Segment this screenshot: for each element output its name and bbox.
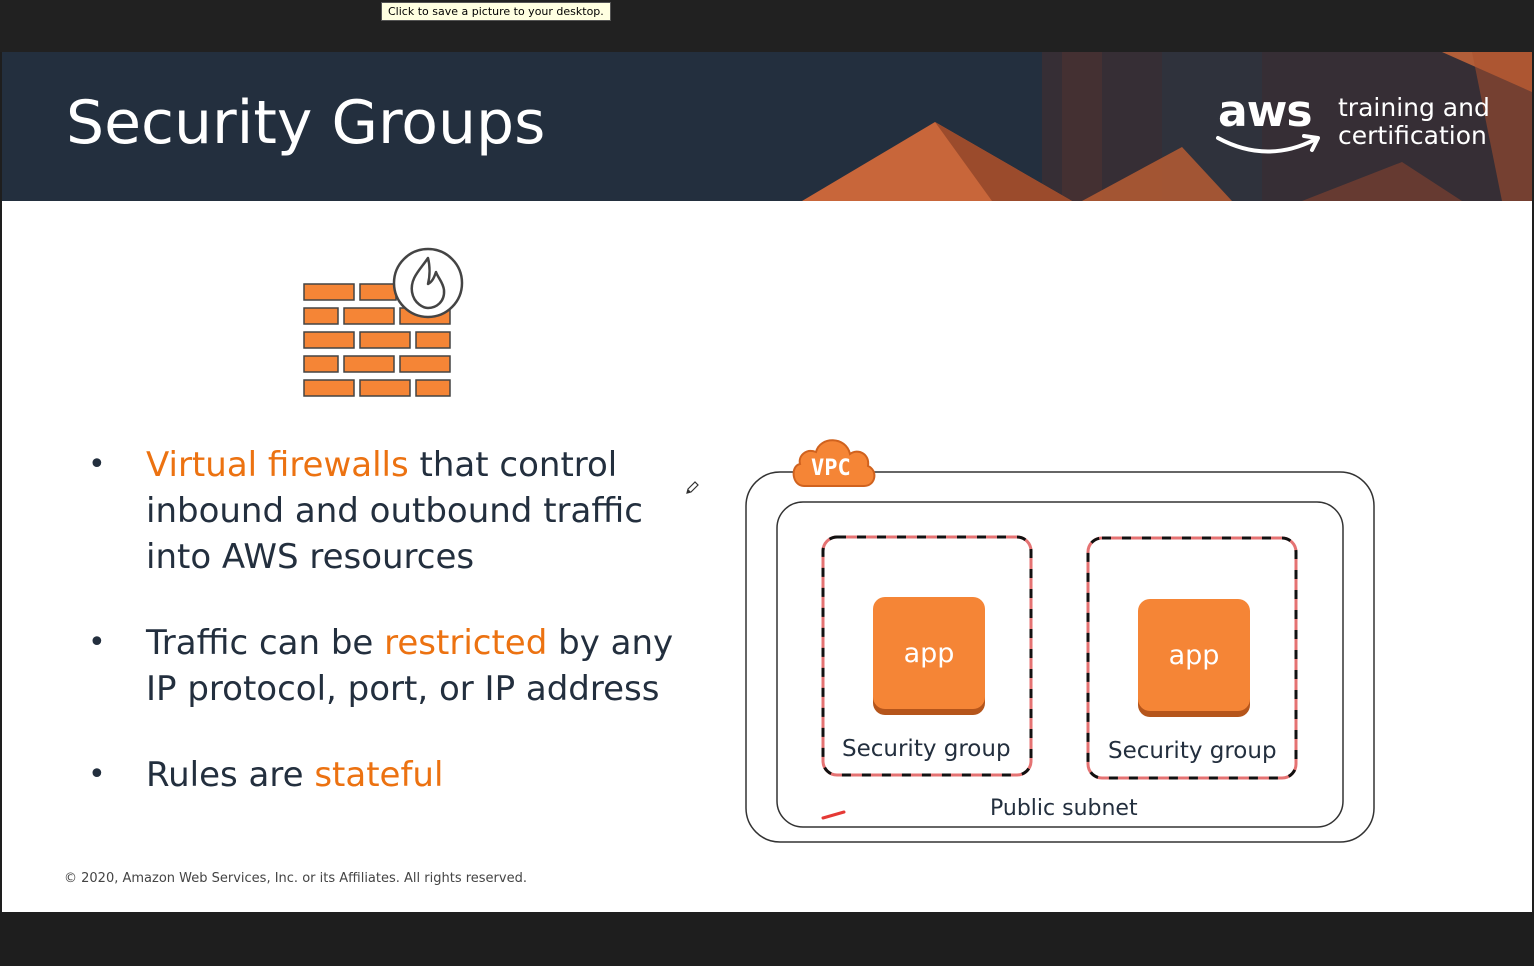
copyright-notice: © 2020, Amazon Web Services, Inc. or its…	[64, 871, 527, 886]
vpc-boundary	[745, 471, 1375, 843]
bullet-2-line-2: IP protocol, port, or IP address	[146, 669, 660, 709]
security-group-label-2: Security group	[1108, 738, 1277, 764]
bullet-rules-stateful: • Rules are stateful	[88, 752, 708, 798]
bullet-2-suffix: by any	[547, 623, 674, 663]
bullet-dot: •	[88, 447, 106, 482]
bullet-1-line-1: Virtual firewalls that control	[146, 442, 708, 488]
vpc-label: VPC	[811, 456, 851, 481]
highlight-stateful: stateful	[314, 755, 444, 795]
window-top-bar	[0, 0, 1534, 52]
bullet-2-line-1: Traffic can be restricted by any	[146, 620, 708, 666]
bullet-3-prefix: Rules are	[146, 755, 315, 795]
pencil-cursor-icon	[686, 481, 699, 494]
vpc-cloud-icon	[792, 439, 876, 487]
app-label-1: app	[903, 637, 955, 669]
save-picture-tooltip: Click to save a picture to your desktop.	[381, 2, 611, 21]
highlight-virtual-firewalls: Virtual firewalls	[146, 445, 409, 485]
firewall-icon	[303, 247, 464, 397]
app-instance-2: app	[1138, 599, 1250, 711]
bullet-2-prefix: Traffic can be	[146, 623, 385, 663]
bullet-1-line-3: into AWS resources	[146, 537, 475, 577]
highlight-restricted: restricted	[384, 623, 548, 663]
app-instance-1: app	[873, 597, 985, 709]
tagline-line-1: training and	[1338, 93, 1490, 122]
bullet-1-text: that control	[408, 445, 618, 485]
bullet-traffic-restricted: • Traffic can be restricted by any IP pr…	[88, 620, 708, 712]
bullet-dot: •	[88, 625, 106, 660]
security-group-dash-2	[1086, 536, 1298, 780]
bullet-3-line-1: Rules are stateful	[146, 752, 708, 798]
flame-icon	[410, 256, 446, 310]
vpc-diagram-lines	[745, 439, 1375, 843]
aws-logo: aws	[1214, 86, 1324, 166]
slide: Security Groups aws training and certifi…	[2, 52, 1532, 912]
bullet-1-line-2: inbound and outbound traffic	[146, 491, 643, 531]
app-label-2: app	[1168, 639, 1220, 671]
public-subnet-label: Public subnet	[990, 796, 1138, 821]
brand-tagline: training and certification	[1338, 94, 1518, 150]
slide-title: Security Groups	[66, 88, 546, 158]
vpc-diagram: VPC app Security group app Security grou…	[742, 430, 1382, 854]
aws-smile-icon	[1216, 134, 1320, 154]
aws-logo-word: aws	[1218, 86, 1313, 137]
tagline-line-2: certification	[1338, 121, 1487, 150]
bullet-list: • Virtual firewalls that control inbound…	[88, 442, 708, 838]
bullet-virtual-firewalls: • Virtual firewalls that control inbound…	[88, 442, 708, 580]
bullet-dot: •	[88, 757, 106, 792]
annotation-mark	[821, 810, 846, 820]
security-group-dash-1	[821, 535, 1033, 777]
slide-header: Security Groups aws training and certifi…	[2, 52, 1532, 201]
security-group-label-1: Security group	[842, 736, 1011, 762]
public-subnet-boundary	[776, 501, 1344, 828]
header-background-art	[802, 52, 1532, 201]
